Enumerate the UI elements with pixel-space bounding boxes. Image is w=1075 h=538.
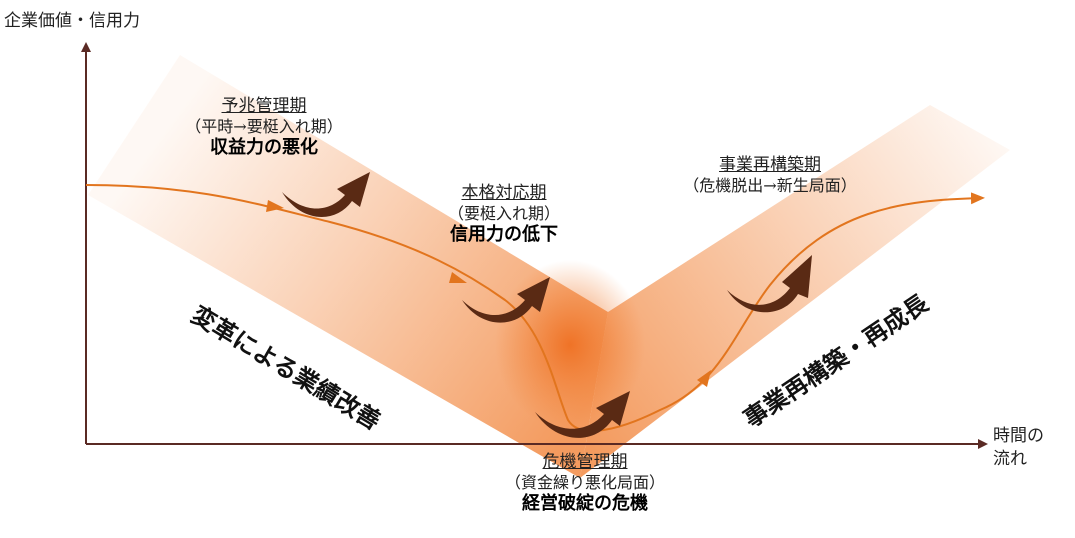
phase-title: 本格対応期 xyxy=(461,183,547,203)
phase-title: 事業再構築期 xyxy=(719,155,821,175)
curve-arrowhead-2 xyxy=(449,272,467,283)
phase-label-restructuring: 事業再構築期 （危機脱出→新生局面） xyxy=(665,155,875,196)
turn-arrow-icon xyxy=(727,255,812,313)
improvement-band xyxy=(88,55,608,478)
phase-title: 予兆管理期 xyxy=(221,96,307,116)
turn-arrow-icon xyxy=(535,391,630,438)
phase-subtitle: （平時→要梃入れ期） xyxy=(185,117,343,137)
phase-subtitle: （資金繰り悪化局面） xyxy=(504,473,665,493)
x-axis-label-line1: 時間の xyxy=(993,426,1044,446)
phase-description: 収益力の悪化 xyxy=(210,137,318,159)
phase-subtitle: （危機脱出→新生局面） xyxy=(683,176,857,196)
phase-title: 危機管理期 xyxy=(542,452,628,472)
turn-arrow-icon xyxy=(462,277,550,323)
turn-arrow-icon xyxy=(282,172,370,217)
phase-subtitle: （要梃入れ期） xyxy=(447,204,560,224)
curve-arrowhead-3 xyxy=(697,370,711,387)
curve-arrowhead-1 xyxy=(266,200,284,212)
x-axis-label-line2: 流れ xyxy=(993,448,1027,469)
x-axis-label: 時間の 流れ xyxy=(993,425,1044,471)
phase-label-crisis: 危機管理期 （資金繰り悪化局面） 経営破綻の危機 xyxy=(485,452,685,516)
phase-description: 信用力の低下 xyxy=(450,224,558,246)
phase-label-warning: 予兆管理期 （平時→要梃入れ期） 収益力の悪化 xyxy=(174,96,354,160)
y-axis-label: 企業価値・信用力 xyxy=(4,11,140,31)
phase-description: 経営破綻の危機 xyxy=(522,493,648,515)
value-curve xyxy=(85,184,985,432)
phase-label-full-response: 本格対応期 （要梃入れ期） 信用力の低下 xyxy=(414,183,594,247)
